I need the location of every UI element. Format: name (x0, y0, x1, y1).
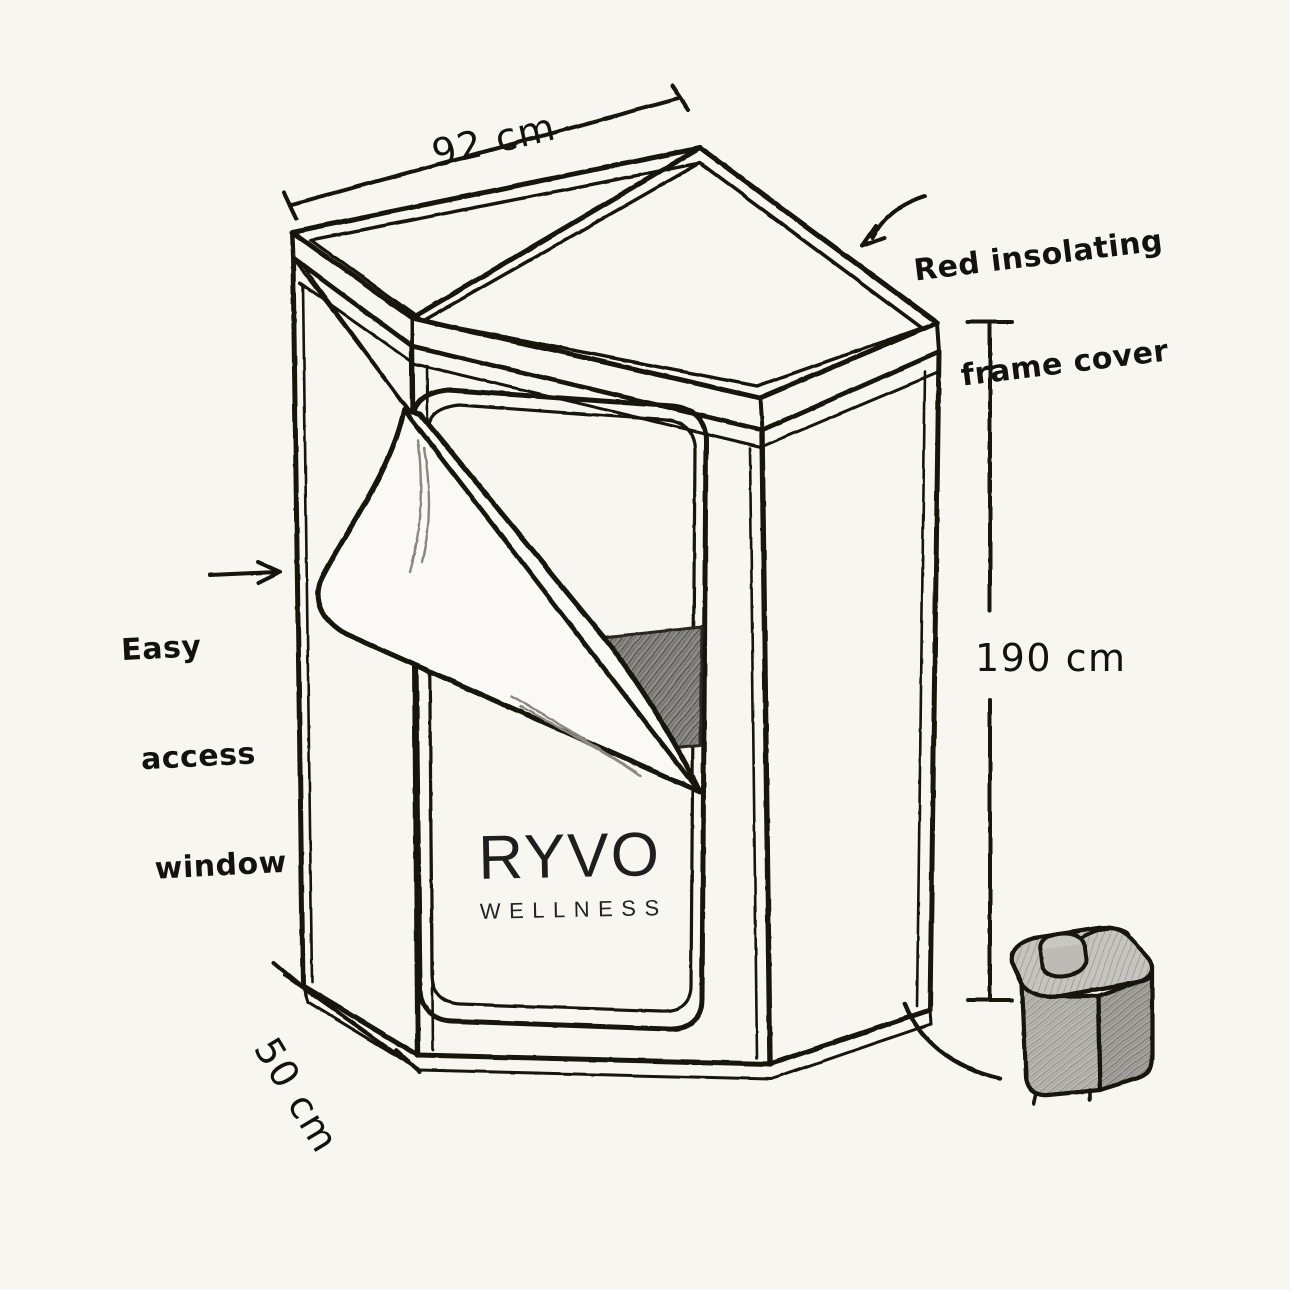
brand-name: RYVO (477, 820, 662, 893)
sauna-tent (289, 145, 942, 1081)
callout-access-window-line1: Easy (120, 629, 203, 669)
callout-arrow-access-window (208, 560, 282, 585)
dimension-line-width (282, 84, 690, 220)
callout-access-window-line2: access (140, 736, 257, 778)
callout-access-window-line3: window (153, 844, 288, 887)
dimension-line-height (966, 320, 1014, 1002)
callout-frame-cover-line1: Red insolating (912, 223, 1165, 289)
steam-generator (1009, 925, 1155, 1106)
power-cable (902, 1001, 1003, 1081)
window-frame (410, 387, 709, 1032)
callout-access-window: Easy access window (117, 552, 292, 962)
dimension-line-depth (272, 961, 422, 1074)
window-flap (315, 386, 703, 795)
callout-frame-cover-line2: frame cover (959, 333, 1171, 394)
dimension-label-height: 190 cm (975, 636, 1127, 680)
callout-arrow-frame-cover (860, 194, 927, 248)
brand-logo: RYVO WELLNESS (454, 820, 686, 926)
brand-tagline: WELLNESS (479, 894, 668, 924)
callout-frame-cover: Red insolating frame cover (903, 151, 1187, 472)
roof-panel (289, 145, 942, 449)
